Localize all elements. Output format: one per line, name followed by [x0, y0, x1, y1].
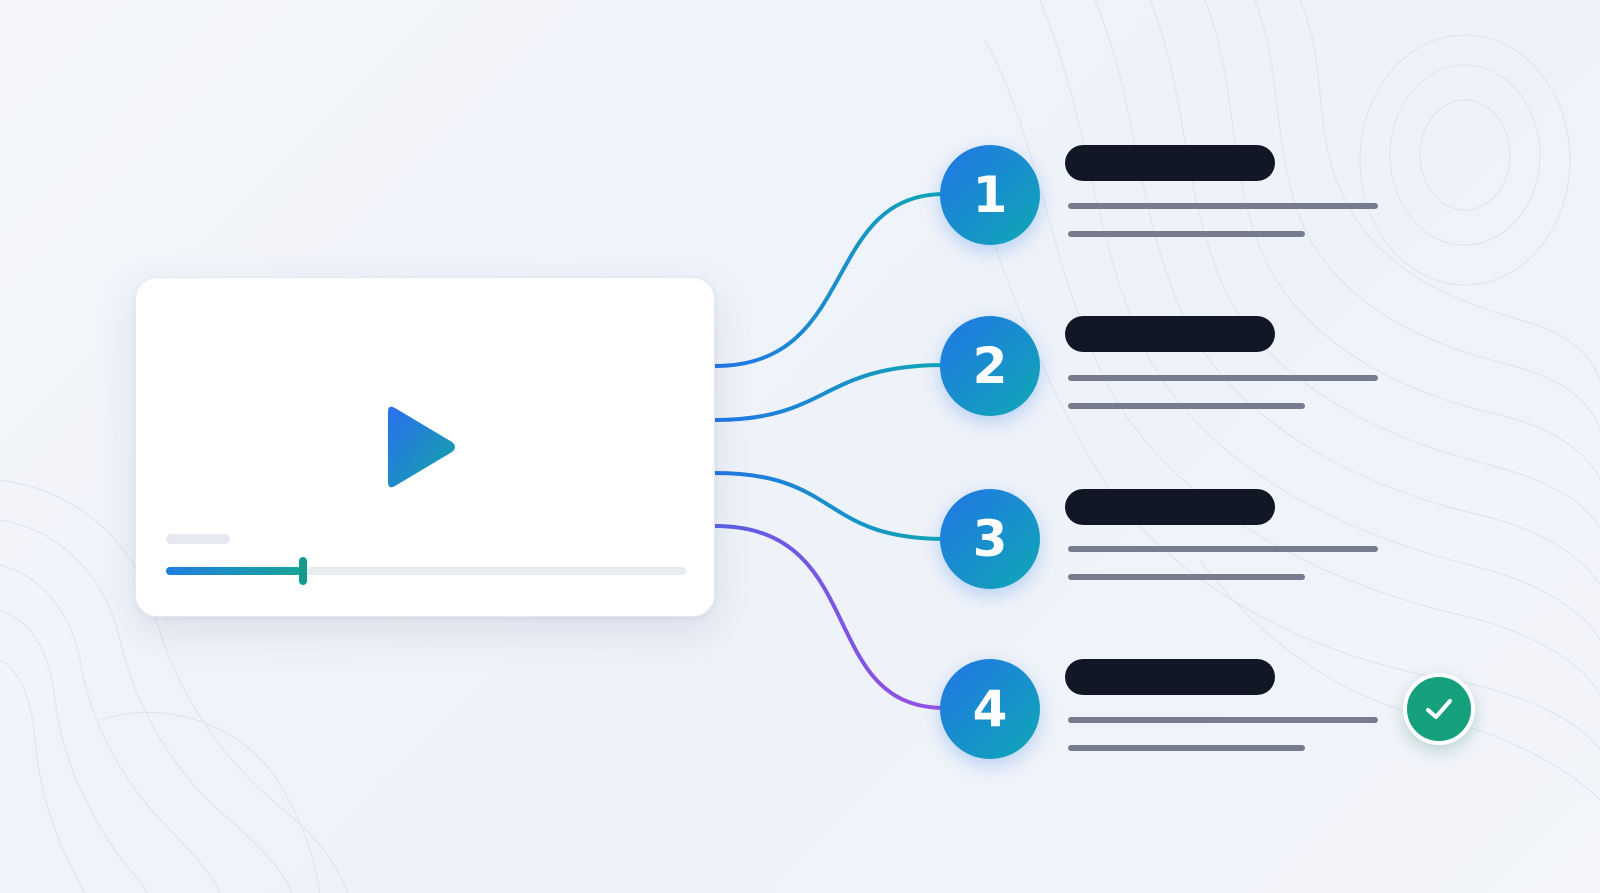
video-progress-handle[interactable]: [299, 557, 308, 585]
connector-3: [713, 471, 947, 541]
step-title-placeholder: [1065, 659, 1275, 695]
connector-2: [713, 363, 947, 422]
video-player-card: [135, 277, 715, 617]
video-caption-placeholder: [166, 534, 230, 544]
step-text-line: [1068, 546, 1378, 552]
play-icon[interactable]: [382, 404, 458, 490]
connector-4: [713, 524, 947, 710]
video-progress-fill: [166, 567, 302, 575]
completed-badge: [1403, 673, 1475, 745]
step-text-line: [1068, 745, 1305, 751]
step-node-3[interactable]: 3: [940, 489, 1040, 589]
step-node-1[interactable]: 1: [940, 145, 1040, 245]
connector-1: [713, 192, 947, 368]
step-text-line: [1068, 574, 1305, 580]
video-progress-track[interactable]: [166, 557, 686, 585]
step-node-4[interactable]: 4: [940, 659, 1040, 759]
step-node-2[interactable]: 2: [940, 316, 1040, 416]
step-title-placeholder: [1065, 145, 1275, 181]
step-number: 2: [972, 337, 1008, 395]
step-number: 4: [972, 680, 1008, 738]
step-text-line: [1068, 203, 1378, 209]
step-text-line: [1068, 403, 1305, 409]
step-text-line: [1068, 231, 1305, 237]
step-title-placeholder: [1065, 316, 1275, 352]
step-title-placeholder: [1065, 489, 1275, 525]
checkmark-icon: [1426, 699, 1452, 719]
step-number: 3: [972, 510, 1008, 568]
step-text-line: [1068, 717, 1378, 723]
step-text-line: [1068, 375, 1378, 381]
step-number: 1: [972, 166, 1008, 224]
